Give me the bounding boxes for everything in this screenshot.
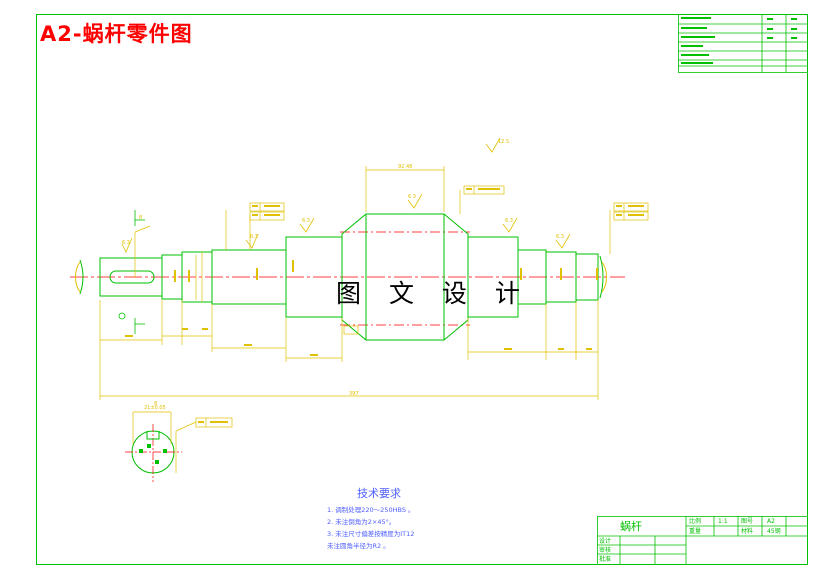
finish-label-2: 6.3 [250,234,258,240]
section-marks [118,210,145,334]
tech-requirement-3: 3. 未注尺寸偏差按精度为IT12 [327,529,414,538]
page-title: A2-蜗杆零件图 [40,22,193,46]
surface-finish-marks [121,137,571,253]
drawing-frame [36,14,808,565]
tolerance-frames [195,185,649,428]
key-width-label: 8 [139,215,142,221]
overall-length-label: 397 [349,391,359,397]
finish-label-4: 6.3 [408,194,416,200]
finish-label-3: 6.3 [302,218,310,224]
revision-table [678,14,808,73]
drawing-no-label: 图号 [741,518,753,525]
watermark: 图 文 设 计 [336,279,530,308]
revision-table-marks [681,17,797,64]
keyway [109,270,155,284]
tech-requirement-1: 1. 调制处理220～250HBS 。 [327,505,415,514]
finish-label-6: 6.3 [556,234,564,240]
mass-label: 重量 [689,527,701,535]
dimension-lines [99,166,611,400]
row-check: 审核 [599,546,611,554]
tech-requirement-2: 2. 未注倒角为2×45°。 [327,517,395,526]
finish-label-5: 6.3 [505,218,513,224]
tech-requirements-heading: 技术要求 [357,487,401,500]
drawing-no: A2 [767,518,775,525]
cross-section [125,411,197,482]
scale-value: 1:1 [718,518,728,525]
section-size-label: 21±0.05 [144,405,166,411]
finish-label-1: 6.3 [122,240,130,246]
row-approve: 批准 [599,555,611,563]
scale-label: 比例 [689,517,701,525]
tech-requirement-4: 未注圆角半径为R2 。 [327,541,390,550]
title-block [597,516,808,565]
top-finish-label: 12.5 [498,139,509,145]
dimension-label-marks [125,188,644,423]
worm-length-label: 92.48 [398,164,412,170]
part-name: 蜗杆 [620,519,642,533]
section-width-label: 8 [154,401,157,407]
row-design: 设计 [599,537,611,545]
material: 45钢 [767,527,781,535]
material-label: 材料 [741,527,753,535]
